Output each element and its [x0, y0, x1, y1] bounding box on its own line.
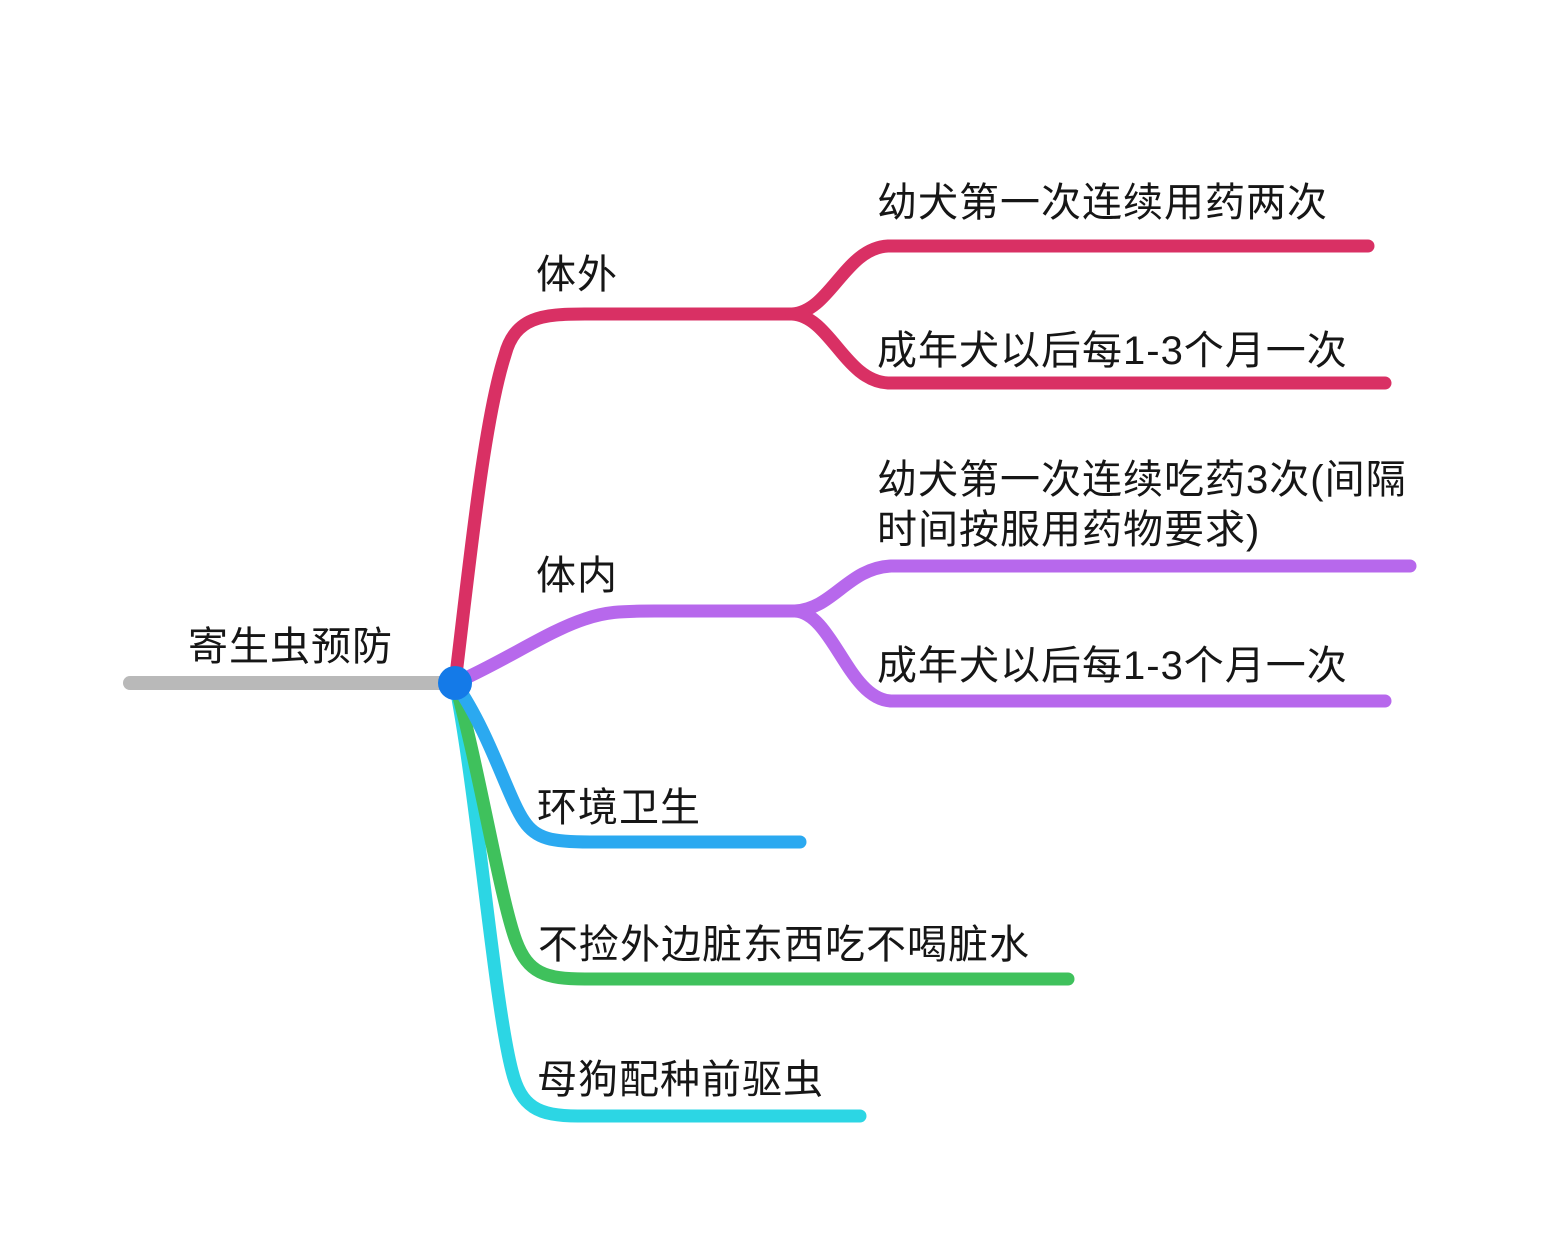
- root-node-label[interactable]: 寄生虫预防: [188, 625, 393, 669]
- branch-line-internal: [448, 604, 802, 690]
- branch-line-internal-child-1: [788, 559, 1417, 618]
- node-no-dirty-food-water-label[interactable]: 不捡外边脏东西吃不喝脏水: [538, 923, 1030, 967]
- node-external-child-2-label[interactable]: 成年犬以后每1-3个月一次: [877, 329, 1348, 373]
- node-external-label[interactable]: 体外: [536, 253, 618, 297]
- branch-line-external-child-2: [785, 307, 1392, 390]
- branch-line-external-child-1: [785, 239, 1375, 321]
- node-internal-child-1-label[interactable]: 幼犬第一次连续吃药3次(间隔时间按服用药物要求): [877, 458, 1407, 552]
- branch-line-internal-child-2: [788, 604, 1392, 708]
- node-internal-label[interactable]: 体内: [536, 554, 618, 598]
- node-internal-child-2-label[interactable]: 成年犬以后每1-3个月一次: [877, 644, 1348, 688]
- node-deworm-before-breeding-label[interactable]: 母狗配种前驱虫: [537, 1058, 824, 1102]
- node-environment-hygiene-label[interactable]: 环境卫生: [537, 786, 701, 830]
- root-junction-dot: [438, 666, 472, 700]
- branch-line-no-dirty-food-water: [448, 676, 1075, 986]
- branch-line-external: [448, 307, 799, 690]
- branch-line-deworm-before-breeding: [448, 676, 867, 1123]
- node-external-child-1-label[interactable]: 幼犬第一次连续用药两次: [877, 181, 1328, 225]
- branch-line-environment-hygiene: [448, 676, 807, 849]
